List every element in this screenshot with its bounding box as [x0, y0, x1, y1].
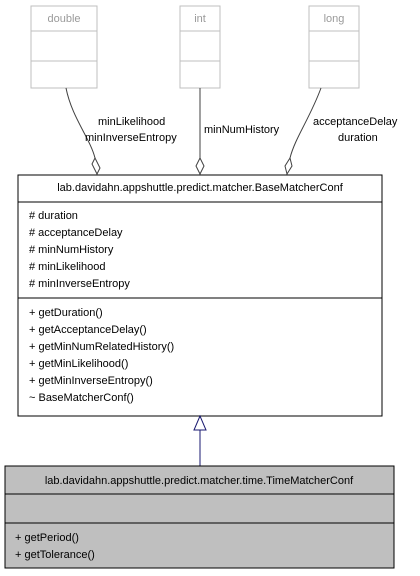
- association-label: minNumHistory: [204, 124, 280, 136]
- class-name: lab.davidahn.appshuttle.predict.matcher.…: [45, 475, 354, 487]
- attribute-item: # acceptanceDelay: [29, 227, 123, 239]
- association-label: duration: [338, 132, 378, 144]
- inheritance-edge: [193, 414, 207, 466]
- class-name: lab.davidahn.appshuttle.predict.matcher.…: [57, 182, 344, 194]
- association-label: acceptanceDelay: [313, 116, 398, 128]
- method-item: + getAcceptanceDelay(): [29, 324, 147, 336]
- method-item: ~ BaseMatcherConf(): [29, 392, 134, 404]
- primitive-label: int: [194, 13, 206, 25]
- attribute-item: # minInverseEntropy: [29, 278, 130, 290]
- association-long: acceptanceDelay duration: [284, 87, 398, 176]
- aggregation-diamond-icon: [195, 156, 205, 176]
- attribute-item: # minLikelihood: [29, 261, 105, 273]
- class-time-matcher-conf[interactable]: lab.davidahn.appshuttle.predict.matcher.…: [4, 465, 395, 569]
- method-item: + getMinNumRelatedHistory(): [29, 341, 174, 353]
- association-label: minLikelihood: [98, 116, 165, 128]
- method-item: + getMinInverseEntropy(): [29, 375, 153, 387]
- association-double: minLikelihood minInverseEntropy: [65, 87, 177, 176]
- primitive-double[interactable]: double: [30, 5, 98, 89]
- attribute-item: # minNumHistory: [29, 244, 114, 256]
- primitive-label: long: [324, 13, 345, 25]
- aggregation-diamond-icon: [284, 156, 293, 176]
- primitive-label: double: [47, 13, 80, 25]
- association-int: minNumHistory: [195, 88, 280, 176]
- method-item: + getDuration(): [29, 307, 103, 319]
- primitive-int[interactable]: int: [179, 5, 221, 89]
- attribute-item: # duration: [29, 210, 78, 222]
- method-item: + getMinLikelihood(): [29, 358, 128, 370]
- method-item: + getPeriod(): [15, 532, 79, 544]
- association-label: minInverseEntropy: [85, 132, 177, 144]
- inheritance-triangle-icon: [193, 414, 207, 431]
- class-base-matcher-conf[interactable]: lab.davidahn.appshuttle.predict.matcher.…: [17, 174, 383, 417]
- method-item: + getTolerance(): [15, 549, 95, 561]
- primitive-long[interactable]: long: [308, 5, 360, 89]
- aggregation-diamond-icon: [91, 156, 101, 176]
